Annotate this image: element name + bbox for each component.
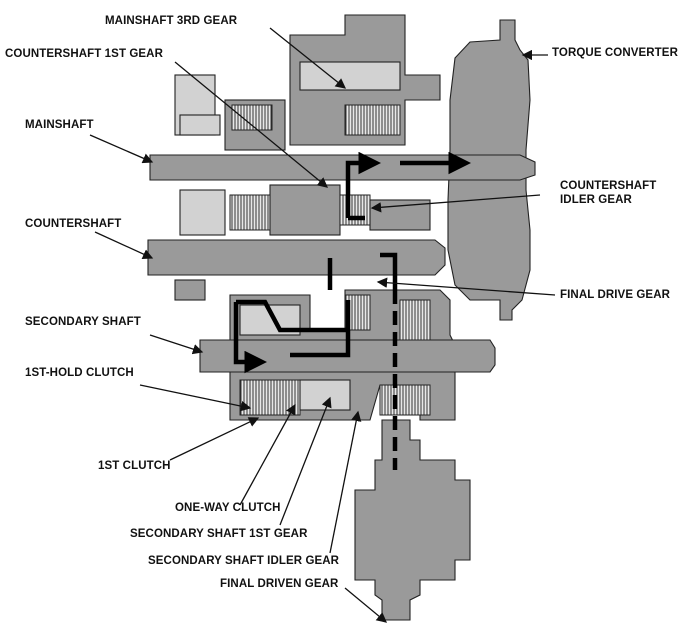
leader-lines — [89, 27, 556, 623]
mainshaft-3rd-clutch-assembly — [174, 14, 441, 151]
label-countershaft: COUNTERSHAFT — [25, 218, 122, 230]
label-secondary-shaft-1st-gear: SECONDARY SHAFT 1ST GEAR — [130, 528, 308, 540]
label-1st-hold-clutch: 1ST-HOLD CLUTCH — [25, 367, 134, 379]
label-torque-converter: TORQUE CONVERTER — [552, 47, 678, 59]
mainshaft — [149, 154, 536, 181]
label-countershaft-idler-gear-line2: IDLER GEAR — [560, 194, 632, 206]
label-final-drive-gear: FINAL DRIVE GEAR — [560, 289, 671, 301]
label-mainshaft: MAINSHAFT — [25, 119, 94, 131]
label-mainshaft-3rd-gear: MAINSHAFT 3RD GEAR — [105, 15, 238, 27]
countershaft — [147, 239, 446, 276]
countershaft-gears — [179, 184, 431, 236]
label-countershaft-1st-gear: COUNTERSHAFT 1ST GEAR — [5, 48, 163, 60]
label-secondary-shaft-idler-gear: SECONDARY SHAFT IDLER GEAR — [148, 555, 340, 567]
label-secondary-shaft: SECONDARY SHAFT — [25, 316, 141, 328]
label-one-way-clutch: ONE-WAY CLUTCH — [175, 502, 281, 514]
final-driven-gear — [354, 419, 471, 621]
label-countershaft-idler-gear-line1: COUNTERSHAFT — [560, 180, 657, 192]
label-final-driven-gear: FINAL DRIVEN GEAR — [220, 578, 339, 590]
power-flow-path — [233, 151, 471, 470]
label-1st-clutch: 1ST CLUTCH — [98, 460, 171, 472]
